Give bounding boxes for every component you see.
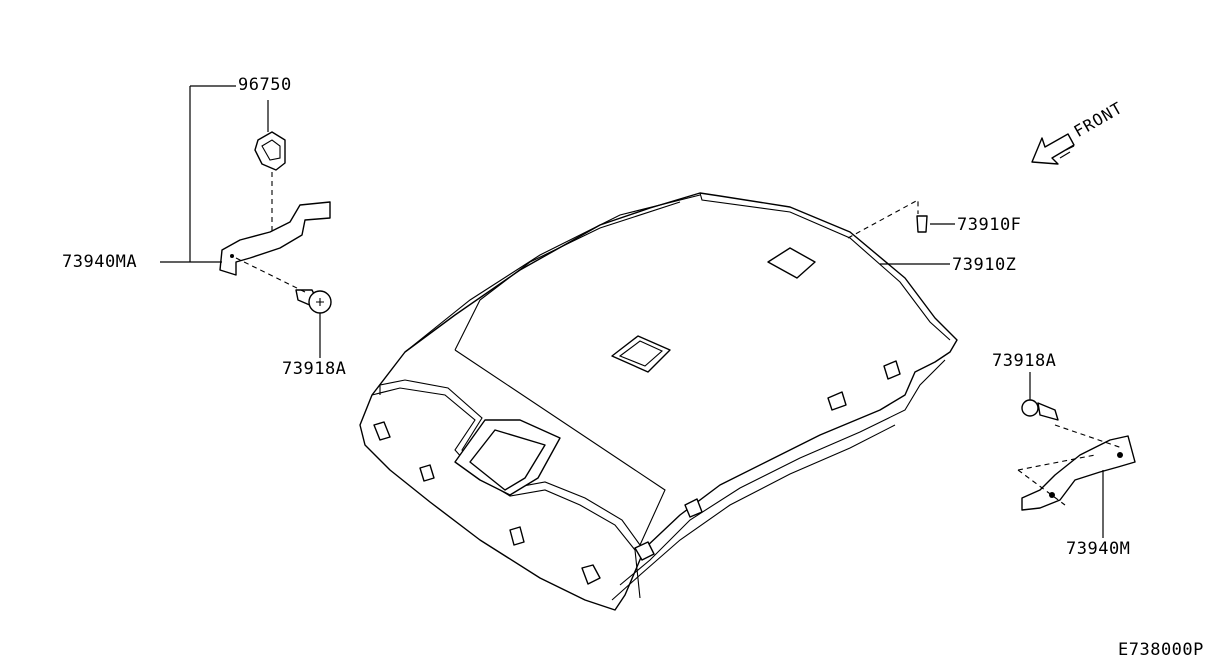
part-label-73940ma: 73940MA xyxy=(62,252,138,272)
headliner-panel[interactable] xyxy=(359,192,958,611)
part-label-73910z: 73910Z xyxy=(952,255,1017,275)
screw-73918a-left[interactable] xyxy=(295,289,332,314)
part-label-96750: 96750 xyxy=(238,75,292,95)
guide-line-73910f xyxy=(847,199,919,239)
part-label-73940m: 73940M xyxy=(1066,539,1131,559)
guide-line-right-1 xyxy=(1054,424,1123,449)
bracket-73940ma[interactable] xyxy=(219,201,331,276)
clip-96750[interactable] xyxy=(254,131,286,171)
front-arrow-icon xyxy=(1031,133,1075,165)
clip-73910f[interactable] xyxy=(916,215,928,233)
diagram-code: E738000P xyxy=(1118,640,1204,660)
leader-96750 xyxy=(189,85,269,262)
bracket-73940m[interactable] xyxy=(1021,435,1136,511)
guide-line-right-2 xyxy=(1017,454,1096,506)
part-label-73918a-left: 73918A xyxy=(282,359,347,379)
part-label-73910f: 73910F xyxy=(957,215,1022,235)
part-label-73918a-right: 73918A xyxy=(992,351,1057,371)
guide-line-left-2 xyxy=(235,257,306,293)
screw-73918a-right[interactable] xyxy=(1021,399,1059,421)
